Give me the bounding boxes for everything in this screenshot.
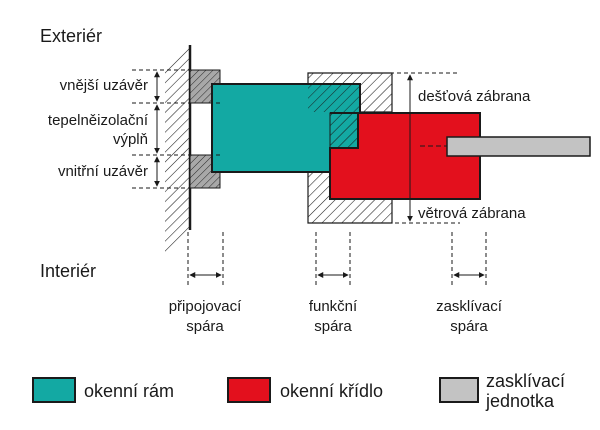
exterior-label: Exteriér: [40, 26, 103, 46]
glazing-gap-label: zasklívací spára: [419, 298, 519, 335]
window-sash: [329, 112, 481, 200]
wall-section: [165, 45, 192, 253]
glazing-gap-line1: zasklívací: [436, 298, 502, 315]
legend-glazing-label: zasklívací jednotka: [486, 371, 565, 411]
outer-seal-label: vnější uzávěr: [59, 77, 148, 94]
legend-sash-label: okenní křídlo: [280, 381, 384, 401]
connection-gap-line2: spára: [186, 318, 224, 335]
legend-frame-label: okenní rám: [84, 381, 175, 401]
frame-overlap-hatch: [308, 84, 360, 112]
interior-label: Interiér: [40, 261, 97, 281]
legend-frame-swatch: [32, 377, 76, 403]
legend-glazing-swatch: [439, 377, 479, 403]
glazing-gap-line2: spára: [450, 318, 488, 335]
legend-sash-swatch: [227, 377, 271, 403]
glazing-unit: [446, 136, 591, 157]
insulation-label-line1: tepelněizolační: [47, 112, 148, 129]
rain-barrier-label: dešťová zábrana: [418, 88, 531, 105]
wind-barrier-label: větrová zábrana: [418, 205, 526, 222]
inner-seal-label: vnitřní uzávěr: [57, 163, 148, 180]
insulation-label-line2: výplň: [112, 131, 148, 148]
right-dimension: [390, 72, 460, 224]
connection-gap-line1: připojovací: [168, 298, 242, 315]
connection-gap-label: připojovací spára: [145, 298, 265, 335]
functional-gap-line1: funkční: [308, 298, 358, 315]
gap-dimensions: [187, 232, 487, 285]
functional-gap-line2: spára: [314, 318, 352, 335]
legend-glazing-line1: zasklívací: [486, 371, 566, 391]
left-dimensions: [132, 69, 220, 189]
functional-gap-label: funkční spára: [283, 298, 383, 335]
legend-glazing-line2: jednotka: [486, 391, 555, 411]
